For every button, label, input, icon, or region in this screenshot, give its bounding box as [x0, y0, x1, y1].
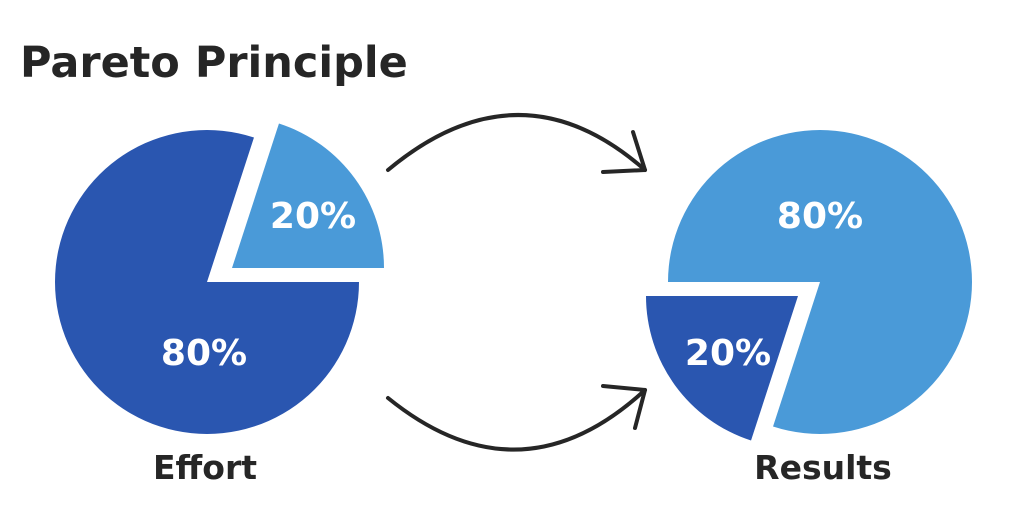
results-slice-20 [646, 296, 798, 441]
results-label-20: 20% [685, 333, 771, 374]
effort-pie: 80% 20% Effort [55, 123, 384, 487]
page-title: Pareto Principle [20, 38, 408, 88]
curved-arrow-right-icon [386, 384, 647, 452]
effort-slice-80 [55, 130, 359, 435]
results-caption: Results [754, 448, 892, 487]
effort-label-20: 20% [270, 196, 356, 237]
results-pie: 80% 20% Results [646, 129, 973, 487]
results-slice-80 [668, 129, 973, 434]
effort-label-80: 80% [161, 333, 247, 374]
curved-arrow-right-icon [386, 113, 647, 174]
effort-caption: Effort [153, 448, 257, 487]
effort-slice-20 [232, 123, 384, 268]
results-label-80: 80% [777, 196, 863, 237]
